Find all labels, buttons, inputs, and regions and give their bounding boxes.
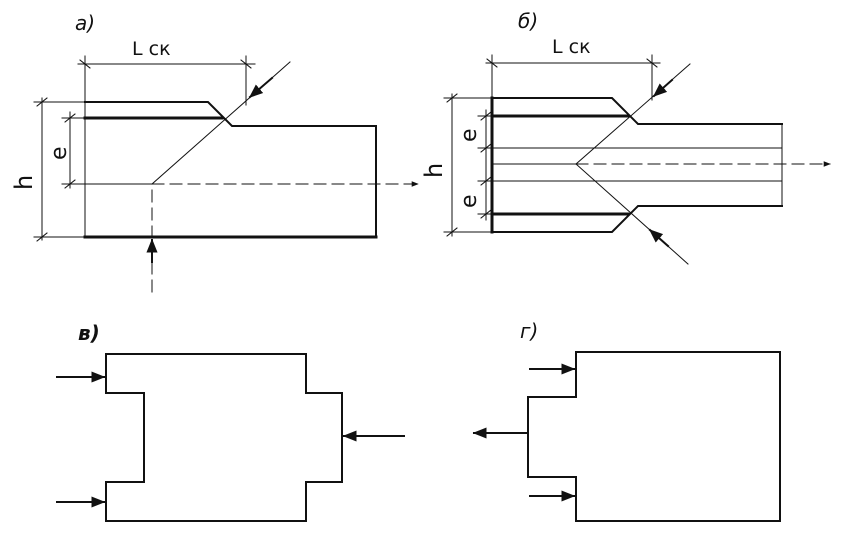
panel-b-length-dimension: L ск — [485, 36, 661, 101]
panel-g-flows — [472, 363, 576, 502]
panel-g: г) — [472, 319, 781, 522]
panel-b-height-label: h — [420, 163, 448, 178]
panel-b-label: б) — [518, 9, 538, 33]
panel-a-offset-label: е — [47, 146, 72, 160]
panel-a: а) L ск h е — [10, 11, 419, 299]
panel-g-label: г) — [520, 319, 538, 343]
panel-v-label: в) — [78, 321, 100, 345]
panel-b-height-dimension: h е е — [420, 93, 497, 237]
panel-a-height-dimension: h е — [10, 97, 86, 242]
panel-b-inlet-lines — [575, 63, 691, 265]
panel-b-length-label: L ск — [552, 36, 591, 58]
panel-b: б) L ск h е е — [420, 9, 831, 265]
panel-a-length-dimension: L ск — [77, 38, 256, 106]
panel-a-label: а) — [75, 11, 95, 35]
panel-a-inlet-line — [151, 61, 291, 185]
panel-v-body — [105, 353, 343, 522]
panel-v-inlets — [56, 371, 405, 508]
panel-b-body — [490, 96, 783, 234]
panel-b-offset-label-top: е — [457, 128, 482, 142]
panel-a-height-label: h — [10, 175, 38, 190]
panel-a-length-label: L ск — [132, 38, 171, 60]
panel-b-offset-label-bottom: е — [457, 194, 482, 208]
panel-v: в) — [56, 321, 405, 522]
panel-a-body — [83, 101, 378, 239]
panel-g-body — [527, 351, 781, 522]
